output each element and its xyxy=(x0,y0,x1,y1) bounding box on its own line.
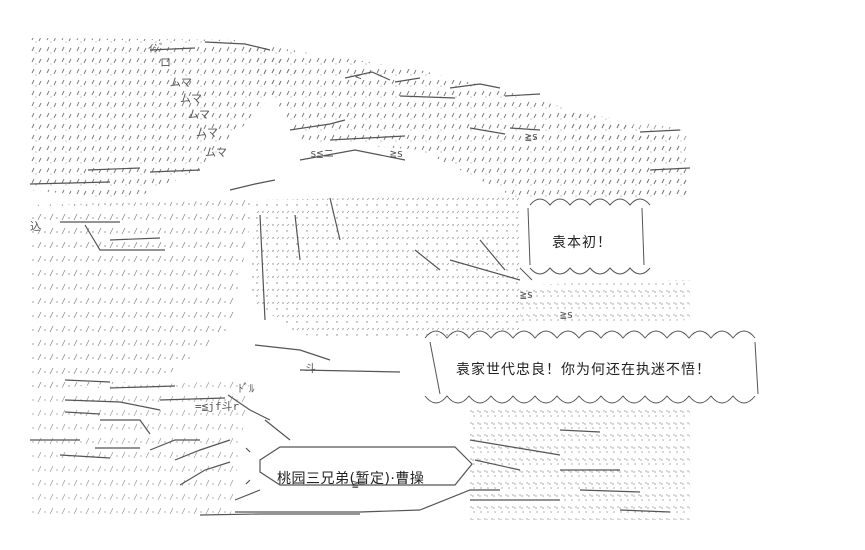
svg-text:ロ: ロ xyxy=(160,56,171,69)
svg-text:=≦jf斗r: =≦jf斗r xyxy=(195,400,239,413)
ascii-glyph-clusters: ｲｼﾞ ロ ムマ ムマ ムマ ムマ ムマ < s≦ニ ≧s ≧s ≧s ≧s ﾄ… xyxy=(30,42,573,490)
caption-plate xyxy=(245,446,473,486)
svg-text:ムマ: ムマ xyxy=(180,92,202,105)
svg-text:斗: 斗 xyxy=(305,362,316,375)
svg-text:≧s: ≧s xyxy=(390,147,403,160)
hair-texture-far-right xyxy=(560,110,690,200)
right-shoulder-texture xyxy=(520,280,690,325)
figure-outlines xyxy=(29,41,691,516)
lower-right-texture xyxy=(470,405,690,520)
svg-text:込: 込 xyxy=(30,220,41,233)
svg-text:<: < xyxy=(355,70,362,83)
svg-text:≧s: ≧s xyxy=(520,288,533,301)
svg-text:≧s: ≧s xyxy=(560,308,573,321)
hair-texture-right xyxy=(240,42,690,200)
lower-left-texture xyxy=(30,380,250,520)
bubble-small-text: 袁本初！ xyxy=(552,235,612,251)
face-texture xyxy=(250,195,520,340)
bubble-large-text: 袁家世代忠良！你为何还在执迷不悟！ xyxy=(456,362,711,378)
svg-text:≧=: ≧= xyxy=(352,477,366,490)
svg-text:s≦ニ: s≦ニ xyxy=(310,147,334,160)
speech-bubble-small xyxy=(519,198,651,281)
caption-text: 桃园三兄弟(暂定)·曹操 xyxy=(277,471,425,487)
svg-text:ムマ: ムマ xyxy=(205,146,227,159)
svg-text:ﾄﾞﾙ: ﾄﾞﾙ xyxy=(238,382,255,395)
hair-texture-left xyxy=(30,38,300,200)
svg-text:ｲｼﾞ: ｲｼﾞ xyxy=(148,42,165,55)
speech-bubble-large xyxy=(424,330,759,404)
svg-text:ムマ: ムマ xyxy=(196,126,218,139)
svg-text:ムマ: ムマ xyxy=(188,108,210,121)
svg-text:ムマ: ムマ xyxy=(170,76,192,89)
svg-text:≧s: ≧s xyxy=(525,130,538,143)
cloak-texture-left xyxy=(30,200,255,390)
